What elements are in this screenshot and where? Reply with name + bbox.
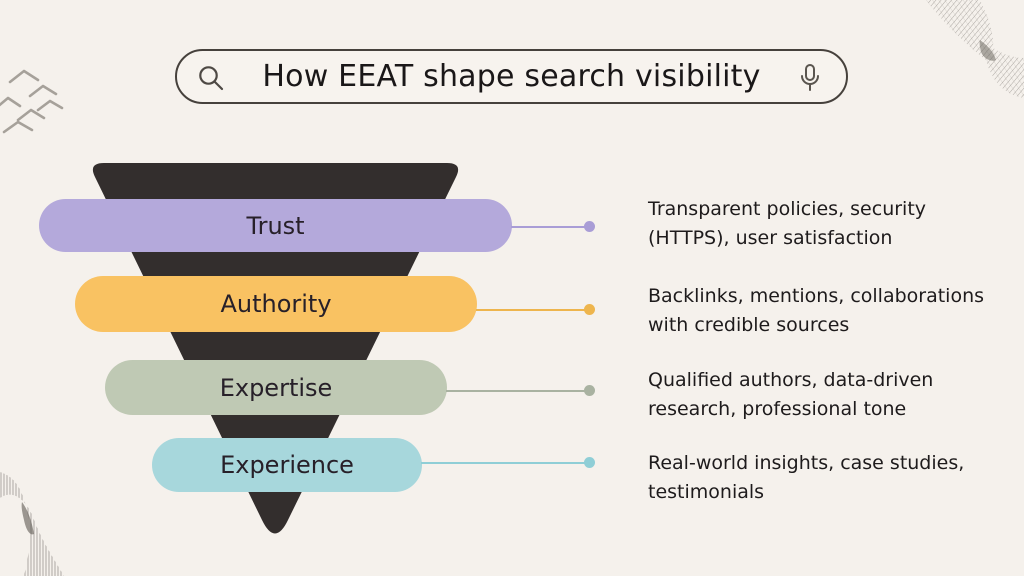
connector-dot-trust — [584, 221, 595, 232]
funnel-level-label: Expertise — [219, 373, 333, 402]
description-line: Backlinks, mentions, collaborations — [648, 285, 985, 307]
connector-dot-expertise — [584, 385, 595, 396]
ribbon-decoration-bottom-left — [0, 472, 64, 576]
funnel-level-authority: Authority — [75, 276, 477, 332]
description-line: (HTTPS), user satisfaction — [648, 227, 893, 249]
connector-line-expertise — [446, 390, 585, 392]
description-trust: Transparent policies, security (HTTPS), … — [648, 195, 1008, 253]
search-bar[interactable]: How EEAT shape search visibility — [175, 49, 848, 104]
description-line: research, professional tone — [648, 398, 907, 420]
funnel-level-label: Experience — [220, 451, 354, 479]
funnel-level-label: Trust — [246, 211, 305, 240]
description-line: Real-world insights, case studies, — [648, 452, 965, 474]
description-expertise: Qualified authors, data-driven research,… — [648, 366, 1008, 424]
connector-dot-experience — [584, 457, 595, 468]
connector-line-trust — [511, 226, 585, 228]
description-line: Qualified authors, data-driven — [648, 369, 934, 391]
description-experience: Real-world insights, case studies, testi… — [648, 449, 1008, 507]
search-icon — [197, 64, 225, 92]
connector-line-experience — [421, 462, 585, 464]
connector-dot-authority — [584, 304, 595, 315]
description-authority: Backlinks, mentions, collaborations with… — [648, 282, 1008, 340]
connector-line-authority — [476, 309, 585, 311]
funnel-level-experience: Experience — [152, 438, 422, 492]
search-query-text: How EEAT shape search visibility — [262, 59, 761, 94]
funnel-level-expertise: Expertise — [105, 360, 447, 415]
ribbon-decoration-top-right — [926, 0, 1024, 98]
chevron-pattern-decoration — [0, 69, 64, 134]
description-line: Transparent policies, security — [648, 198, 927, 220]
funnel-level-label: Authority — [220, 290, 332, 318]
microphone-icon[interactable] — [798, 63, 822, 94]
description-line: with credible sources — [648, 314, 850, 336]
funnel-level-trust: Trust — [39, 199, 512, 252]
description-line: testimonials — [648, 481, 765, 503]
